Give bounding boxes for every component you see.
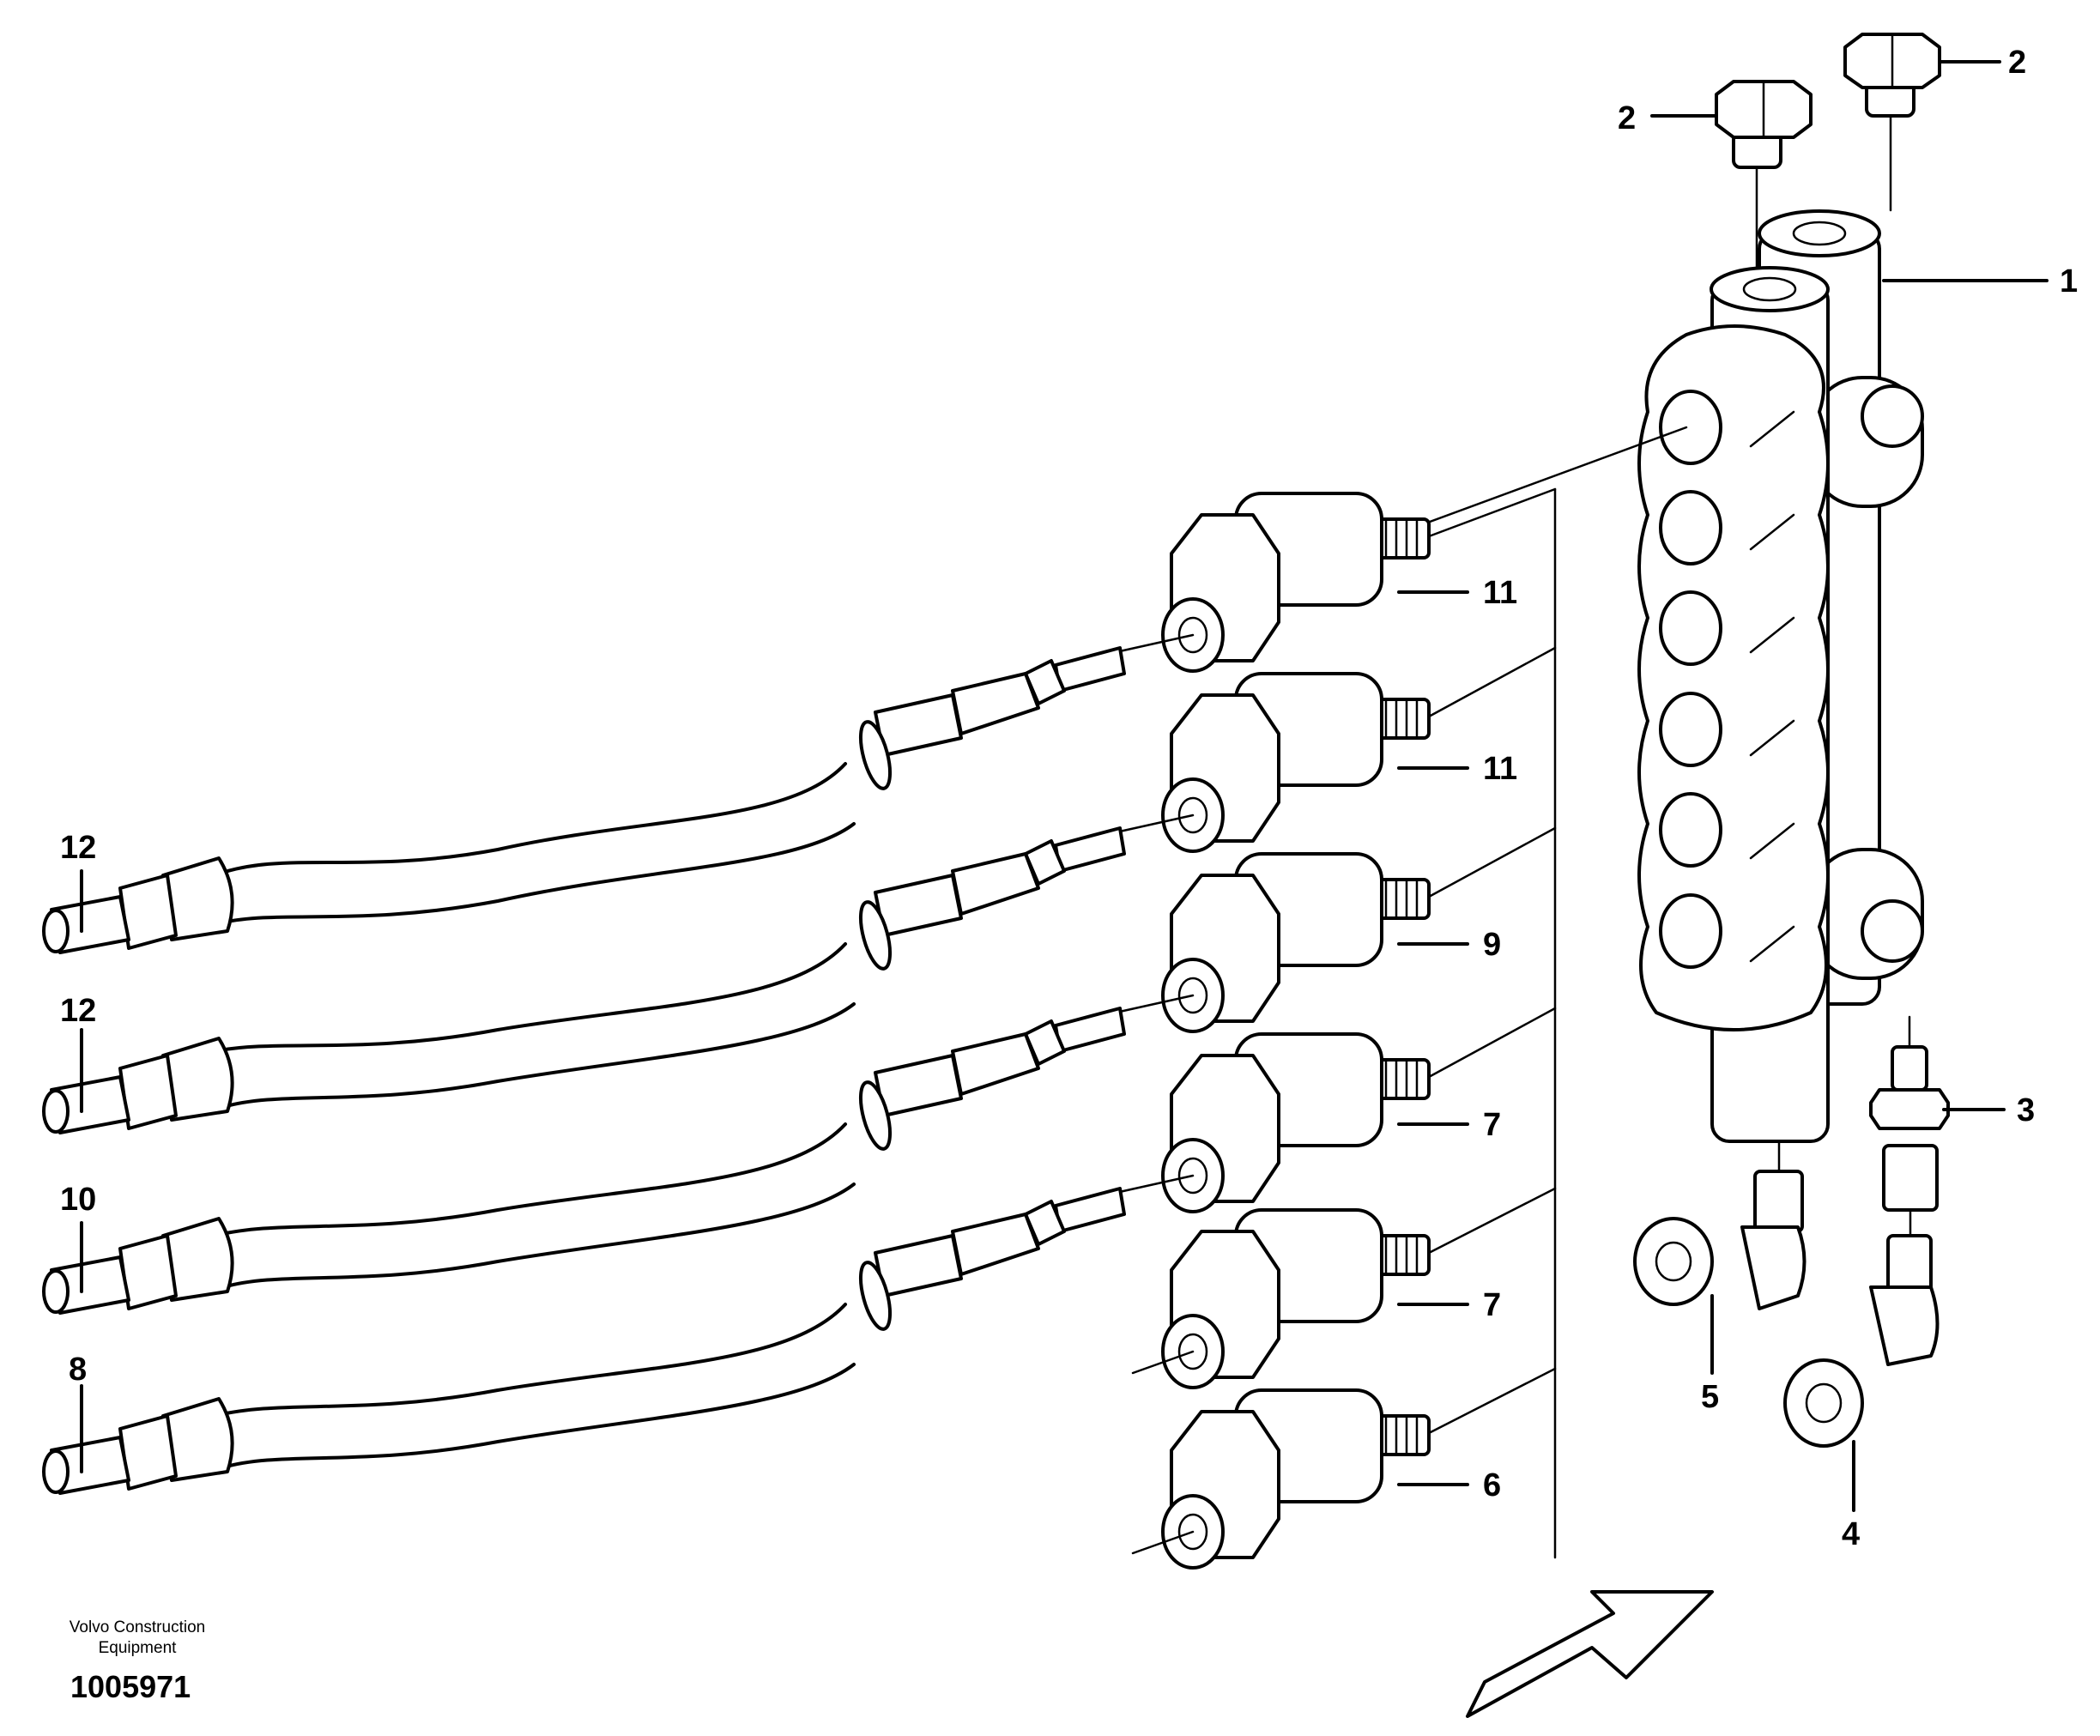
callout-12-lower: 12 <box>60 993 96 1029</box>
callout-6: 6 <box>1483 1467 1501 1503</box>
callout-2-left: 2 <box>1618 100 1636 136</box>
callout-leaders <box>80 60 2049 1512</box>
company-caption: Volvo Construction Equipment <box>34 1618 240 1659</box>
adapter-fitting <box>1869 1015 1950 1237</box>
callout-3: 3 <box>2017 1092 2035 1128</box>
callout-9: 9 <box>1483 927 1501 963</box>
callout-4: 4 <box>1842 1516 1860 1552</box>
company-name-line-2: Equipment <box>98 1639 177 1657</box>
callout-2-right: 2 <box>2008 45 2026 81</box>
callout-5: 5 <box>1701 1379 1719 1415</box>
connector-row-2 <box>1161 672 1431 853</box>
company-name-line-1: Volvo Construction <box>69 1618 206 1636</box>
plug-left <box>1715 80 1813 269</box>
hose-4 <box>42 1174 1195 1495</box>
manifold-block <box>1637 209 1924 1143</box>
connector-row-1 <box>1161 492 1431 673</box>
elbow-fitting-upper <box>1633 1140 1806 1310</box>
hose-1 <box>42 633 1195 954</box>
connector-row-5 <box>1131 1208 1431 1389</box>
callout-11-upper: 11 <box>1483 575 1517 611</box>
elbow-fitting-lower <box>1783 1234 1940 1448</box>
callout-8: 8 <box>69 1352 87 1388</box>
callout-12-upper: 12 <box>60 830 96 866</box>
direction-arrow <box>1466 1590 1714 1718</box>
connector-row-3 <box>1161 852 1431 1033</box>
callout-1: 1 <box>2060 263 2078 299</box>
hose-2 <box>42 814 1195 1134</box>
drawing-number: 1005971 <box>70 1669 191 1704</box>
callout-11-lower: 11 <box>1483 751 1517 787</box>
callout-7-lower: 7 <box>1483 1287 1501 1323</box>
callout-7-upper: 7 <box>1483 1107 1501 1143</box>
leader-lines <box>1389 426 1688 1559</box>
plug-right <box>1843 33 1941 212</box>
connector-row-6 <box>1131 1388 1431 1570</box>
connector-row-4 <box>1161 1032 1431 1213</box>
callout-10: 10 <box>60 1182 96 1218</box>
hose-3 <box>42 994 1195 1315</box>
